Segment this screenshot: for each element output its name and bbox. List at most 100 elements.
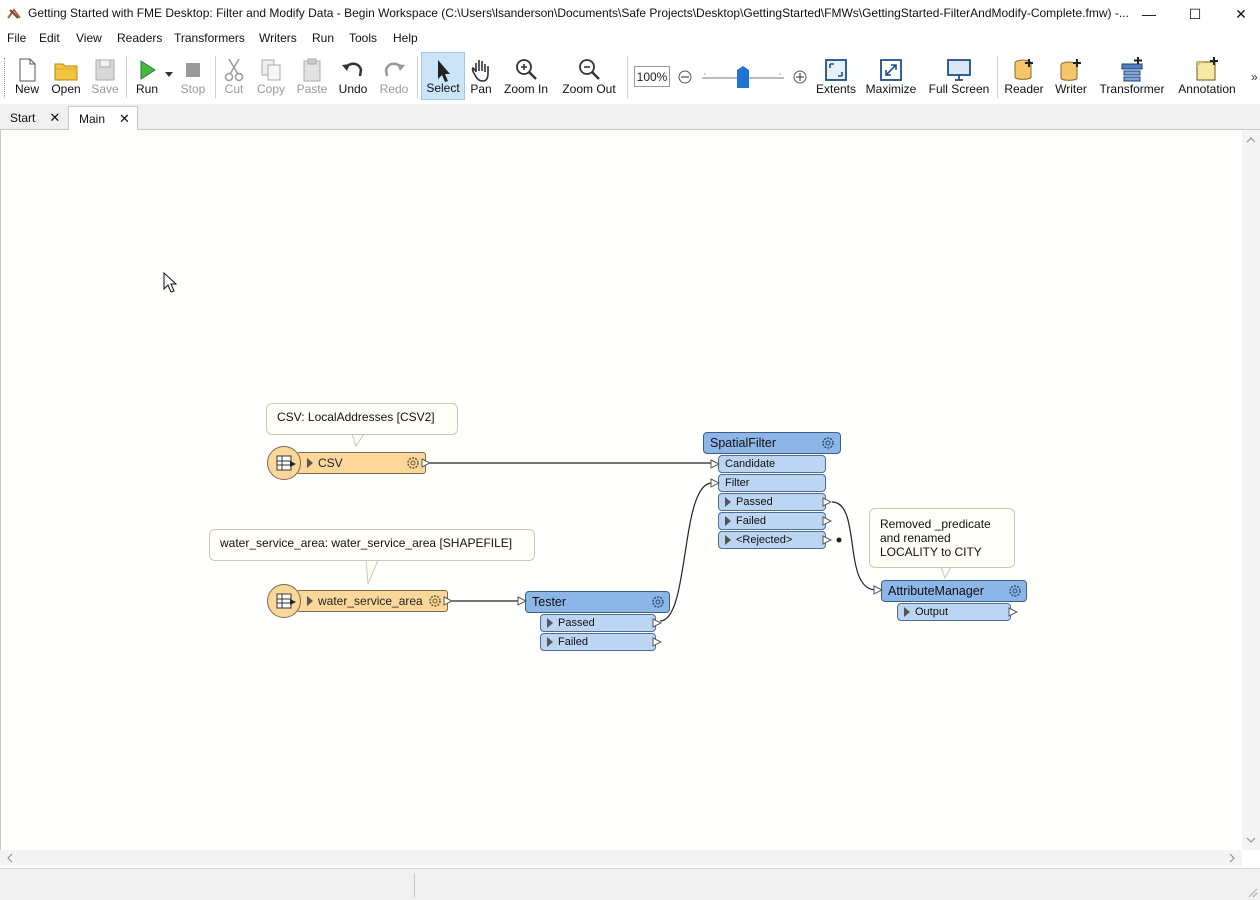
menu-tools[interactable]: Tools: [349, 31, 378, 45]
csv-reader-feature-type-icon[interactable]: [267, 446, 301, 480]
gear-icon[interactable]: [650, 594, 666, 610]
workspace-canvas[interactable]: [0, 130, 1242, 850]
close-button[interactable]: ✕: [1235, 5, 1247, 22]
tester-passed-port[interactable]: Passed: [540, 614, 656, 632]
menu-writers[interactable]: Writers: [259, 31, 297, 45]
input-port-icon[interactable]: [517, 596, 527, 606]
expand-arrow-icon[interactable]: [307, 596, 313, 606]
copy-button[interactable]: Copy: [253, 52, 289, 100]
menu-view[interactable]: View: [76, 31, 102, 45]
expand-arrow-icon[interactable]: [547, 618, 553, 628]
menu-edit[interactable]: Edit: [39, 31, 60, 45]
input-port-icon[interactable]: [710, 478, 720, 488]
gear-icon[interactable]: [1007, 583, 1023, 599]
expand-arrow-icon[interactable]: [307, 458, 313, 468]
zoom-slider[interactable]: [676, 64, 812, 92]
expand-arrow-icon[interactable]: [904, 607, 910, 617]
spatialfilter-candidate-port[interactable]: Candidate: [718, 455, 826, 473]
open-button[interactable]: Open: [48, 52, 84, 100]
vertical-scrollbar[interactable]: [1242, 130, 1260, 850]
scroll-right-icon[interactable]: [1224, 850, 1240, 866]
zoom-in-button[interactable]: Zoom In: [501, 52, 551, 100]
new-button[interactable]: New: [10, 52, 44, 100]
undo-button[interactable]: Undo: [335, 52, 371, 100]
expand-arrow-icon[interactable]: [725, 497, 731, 507]
spatialfilter-filter-port[interactable]: Filter: [718, 474, 826, 492]
output-port-icon[interactable]: [1008, 607, 1018, 617]
add-writer-button[interactable]: Writer: [1050, 52, 1092, 100]
spatialfilter-transformer[interactable]: SpatialFilter: [703, 432, 841, 454]
menu-readers[interactable]: Readers: [117, 31, 163, 45]
gear-icon[interactable]: [405, 455, 421, 471]
add-annotation-button[interactable]: Annotation: [1173, 52, 1241, 100]
water-service-area-reader-node[interactable]: water_service_area: [296, 590, 448, 612]
select-tool-button[interactable]: Select: [421, 52, 465, 100]
run-button[interactable]: Run: [130, 52, 164, 100]
menu-run[interactable]: Run: [312, 31, 335, 45]
maximize-button[interactable]: ☐: [1188, 5, 1202, 22]
gear-icon[interactable]: [427, 593, 443, 609]
spatialfilter-rejected-port[interactable]: <Rejected>: [718, 531, 826, 549]
run-dropdown-icon[interactable]: [165, 72, 173, 77]
full-screen-button[interactable]: Full Screen: [926, 52, 992, 100]
expand-arrow-icon[interactable]: [725, 535, 731, 545]
cut-button[interactable]: Cut: [218, 52, 250, 100]
attributemanager-transformer[interactable]: AttributeManager: [881, 580, 1027, 602]
tester-transformer[interactable]: Tester: [525, 591, 670, 613]
minimize-button[interactable]: —: [1142, 6, 1156, 22]
extents-button[interactable]: Extents: [814, 52, 858, 100]
resize-grip-icon[interactable]: [1246, 886, 1258, 898]
reader-output-port-icon[interactable]: [443, 596, 453, 606]
tab-close-icon[interactable]: ✕: [49, 110, 61, 125]
spatialfilter-passed-port[interactable]: Passed: [718, 493, 826, 511]
tab-main[interactable]: Main ✕: [68, 106, 138, 131]
scroll-up-icon[interactable]: [1242, 132, 1260, 148]
save-button[interactable]: Save: [88, 52, 122, 100]
attributemanager-output-port[interactable]: Output: [897, 603, 1011, 621]
menu-transformers[interactable]: Transformers: [174, 31, 245, 45]
csv-reader-annotation[interactable]: CSV: LocalAddresses [CSV2]: [266, 403, 458, 435]
wsa-reader-feature-type-icon[interactable]: [267, 584, 301, 618]
tester-failed-port[interactable]: Failed: [540, 633, 656, 651]
input-port-icon[interactable]: [710, 459, 720, 469]
toolbar-separator: [627, 56, 628, 98]
menu-help[interactable]: Help: [393, 31, 418, 45]
attributemanager-annotation[interactable]: Removed _predicate and renamed LOCALITY …: [869, 508, 1015, 568]
expand-arrow-icon[interactable]: [725, 516, 731, 526]
stop-button[interactable]: Stop: [176, 52, 210, 100]
toolbar-overflow-button[interactable]: »: [1251, 70, 1258, 84]
paste-button[interactable]: Paste: [294, 52, 330, 100]
add-transformer-button[interactable]: Transformer: [1097, 52, 1167, 100]
reader-output-port-icon[interactable]: [421, 458, 431, 468]
csv-reader-node[interactable]: CSV: [296, 452, 426, 474]
gear-icon[interactable]: [820, 435, 836, 451]
output-port-icon[interactable]: [652, 618, 662, 628]
stop-square-icon: [186, 63, 200, 77]
copy-icon: [261, 59, 281, 81]
window-title: Getting Started with FME Desktop: Filter…: [28, 6, 1129, 20]
menu-file[interactable]: File: [7, 31, 27, 45]
spatialfilter-failed-port[interactable]: Failed: [718, 512, 826, 530]
toolbar-grip[interactable]: [4, 58, 7, 98]
redo-button[interactable]: Redo: [376, 52, 412, 100]
wsa-reader-annotation[interactable]: water_service_area: water_service_area […: [209, 529, 535, 561]
tab-start[interactable]: Start ✕: [10, 110, 61, 125]
maximize-view-button[interactable]: Maximize: [863, 52, 919, 100]
maximize-icon: [880, 59, 902, 81]
pan-tool-button[interactable]: Pan: [467, 52, 495, 100]
output-port-icon[interactable]: [652, 637, 662, 647]
hand-icon: [471, 60, 489, 82]
tab-close-icon[interactable]: ✕: [119, 111, 130, 126]
add-reader-button[interactable]: Reader: [1001, 52, 1047, 100]
scroll-down-icon[interactable]: [1242, 832, 1260, 848]
horizontal-scrollbar[interactable]: [0, 850, 1242, 866]
annotation-note-icon: [1196, 57, 1218, 81]
output-port-icon[interactable]: [822, 497, 832, 507]
zoom-out-button[interactable]: Zoom Out: [558, 52, 620, 100]
expand-arrow-icon[interactable]: [547, 637, 553, 647]
scroll-left-icon[interactable]: [2, 850, 18, 866]
input-port-icon[interactable]: [873, 585, 883, 595]
output-port-icon[interactable]: [822, 535, 832, 545]
zoom-level-field[interactable]: 100%: [634, 66, 670, 87]
output-port-icon[interactable]: [822, 516, 832, 526]
